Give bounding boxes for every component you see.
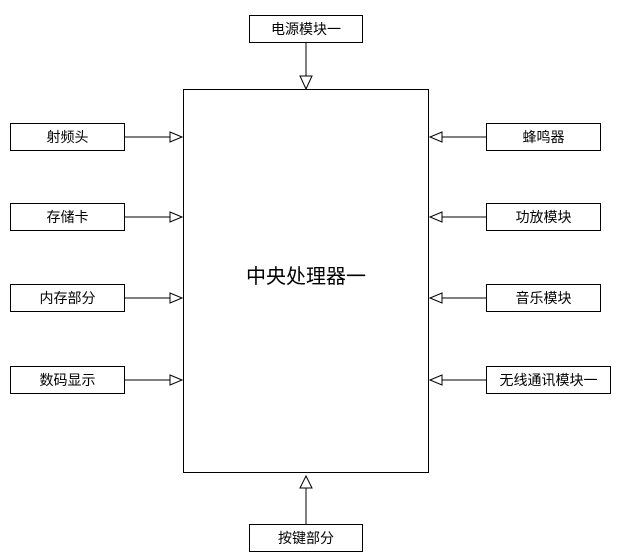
storage-arrowhead: [169, 211, 184, 223]
power-module-block: 电源模块一: [249, 15, 363, 43]
central-processor-block: 中央处理器一: [183, 89, 429, 473]
memory-block: 内存部分: [10, 284, 125, 312]
keys-arrowhead: [299, 474, 313, 489]
wireless-module-block: 无线通讯模块一: [486, 366, 611, 394]
storage-card-block: 存储卡: [10, 203, 125, 231]
display-arrowhead: [169, 374, 184, 386]
amp-arrowhead: [428, 211, 443, 223]
music-arrowhead: [428, 292, 443, 304]
buzzer-arrowhead: [428, 131, 443, 143]
music-module-block: 音乐模块: [486, 284, 601, 312]
power-arrowhead: [299, 75, 313, 91]
keys-block: 按键部分: [249, 524, 363, 552]
rf-arrowhead: [169, 131, 184, 143]
central-processor-label: 中央处理器一: [246, 264, 366, 288]
buzzer-block: 蜂鸣器: [486, 123, 601, 151]
amplifier-module-block: 功放模块: [486, 203, 601, 231]
digital-display-block: 数码显示: [10, 366, 125, 394]
wireless-arrowhead: [428, 374, 443, 386]
rf-head-block: 射频头: [10, 123, 125, 151]
memory-arrowhead: [169, 292, 184, 304]
